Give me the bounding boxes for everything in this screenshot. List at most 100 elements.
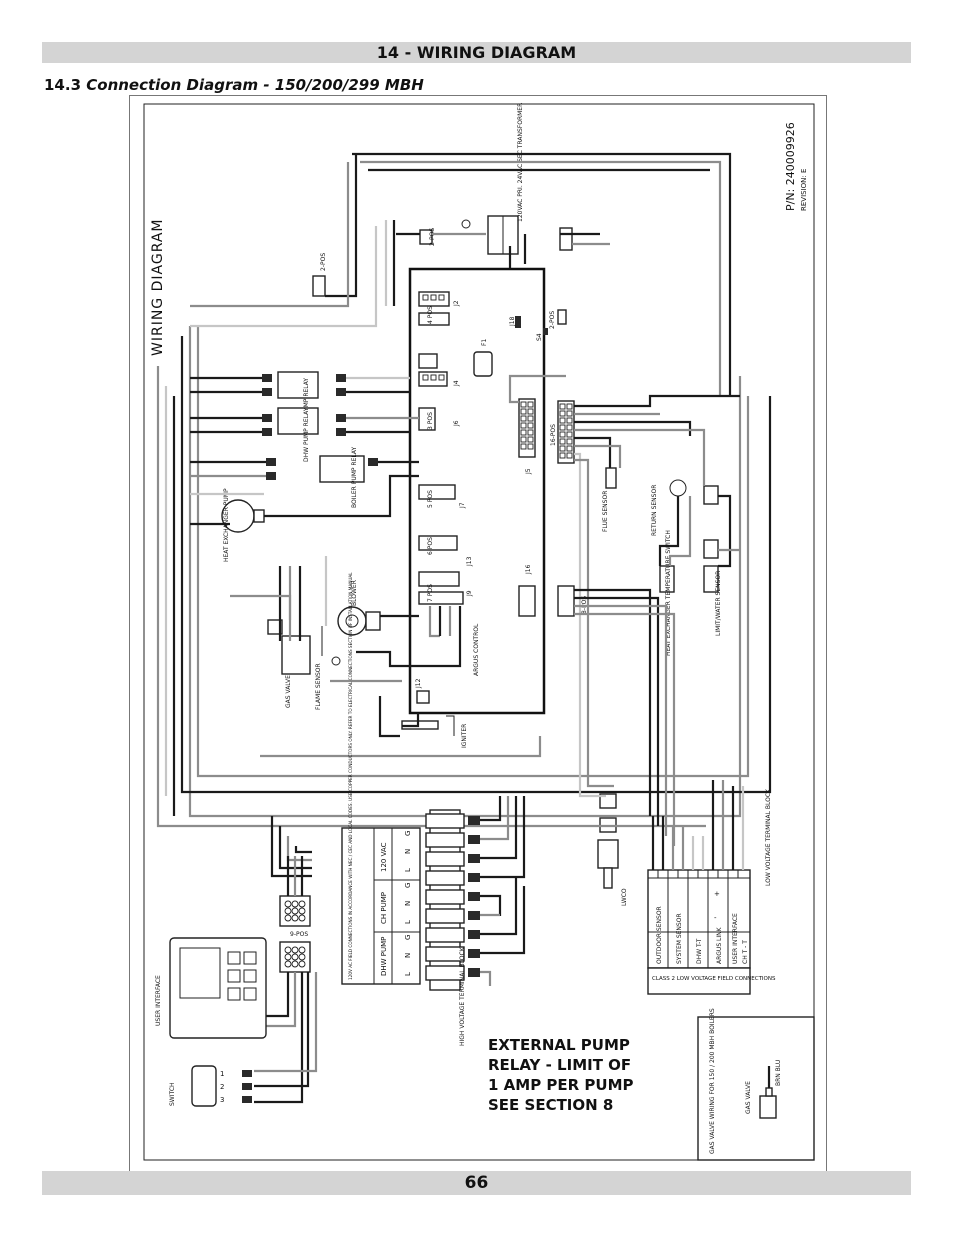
j16-connector xyxy=(518,585,536,617)
gas-valve xyxy=(281,635,311,675)
j18-label: J18 xyxy=(509,316,516,327)
page-number: 66 xyxy=(464,1173,489,1193)
j13-connector xyxy=(418,535,458,551)
pos3-label: 3 POS xyxy=(427,412,434,430)
argus-control-label: ARGUS CONTROL xyxy=(473,623,480,676)
notice-line-1: EXTERNAL PUMP xyxy=(488,1036,630,1054)
pos8-connector xyxy=(557,585,575,617)
j13-label: J13 xyxy=(466,556,473,567)
diagram-title: WIRING DIAGRAM xyxy=(150,218,166,356)
j5-pins xyxy=(520,401,534,450)
boiler-pump-relay xyxy=(319,455,365,483)
pos9-wires xyxy=(254,856,318,1104)
section-number: 14.3 xyxy=(44,76,82,94)
lv-row-outdoor: OUTDOOR SENSOR xyxy=(656,906,663,964)
relay-connectors xyxy=(262,374,378,480)
lv-row-argus: ARGUS LINK xyxy=(716,926,723,964)
user-interface xyxy=(169,937,267,1039)
hv-term-4: L xyxy=(404,920,412,924)
return-sensor-label: RETURN SENSOR xyxy=(651,485,658,536)
flue-sensor-label: FLUE SENSOR xyxy=(602,491,609,532)
notice-line-3: 1 AMP PER PUMP xyxy=(488,1076,634,1094)
j7-label: J7 xyxy=(459,502,466,509)
pos7-label: 7 POS xyxy=(427,584,434,602)
wiring-diagram-svg: WIRING DIAGRAM P/N: 240009926 REVISION: … xyxy=(143,103,815,1161)
inset-title: GAS VALVE WIRING FOR 150 / 200 MBH BOILE… xyxy=(709,1008,716,1154)
revision: REVISION: E xyxy=(800,169,808,211)
pos4-connector xyxy=(418,312,450,326)
lv-row-ui: USER INTERFACE xyxy=(732,913,739,964)
hv-term-2: N xyxy=(404,953,412,958)
pos7-connector xyxy=(418,591,464,605)
hv-group-120: 120 VAC xyxy=(380,842,388,872)
j16-label: J16 xyxy=(525,564,532,575)
header-title: 14 - WIRING DIAGRAM xyxy=(376,43,577,62)
switch-terminal-1: 1 xyxy=(220,1070,224,1078)
ch-pump-relay xyxy=(277,371,319,399)
gas-valve-label: GAS VALVE xyxy=(285,675,292,708)
hv-field-table xyxy=(341,827,421,985)
lwco xyxy=(597,839,619,869)
boiler-pump-relay-label: BOILER PUMP RELAY xyxy=(351,446,358,508)
switch xyxy=(191,1065,217,1107)
switch-label: SWITCH xyxy=(169,1082,176,1106)
lv-row-system: SYSTEM SENSOR xyxy=(676,913,683,964)
diagram-border xyxy=(143,103,815,1161)
j5-label: J5 xyxy=(525,468,532,475)
hv-term-3: G xyxy=(404,935,412,940)
inset-wires: BRN BLU xyxy=(775,1060,782,1086)
part-number: P/N: 240009926 xyxy=(784,122,797,211)
hv-connectors xyxy=(468,816,480,977)
fuse-f1 xyxy=(473,351,493,377)
lv-field-footer: CLASS 2 LOW VOLTAGE FIELD CONNECTIONS xyxy=(652,976,776,982)
j4a-connector xyxy=(418,353,438,369)
dhw-pump-relay-label: DHW PUMP RELAY xyxy=(303,407,310,462)
section-title: 14.3 Connection Diagram - 150/200/299 MB… xyxy=(44,76,424,94)
hv-wires xyxy=(480,796,526,986)
lv-row-dhw: DHW T-T xyxy=(696,938,703,964)
lv-plus: + xyxy=(714,890,720,898)
hv-term-6: G xyxy=(404,883,412,888)
flue-sensor xyxy=(605,467,617,489)
hv-term-5: N xyxy=(404,901,412,906)
limit-water-sensor-label: LIMIT/WATER SENSOR xyxy=(715,571,722,636)
pos2-top-connector xyxy=(419,229,433,245)
pos5-label: 5 POS xyxy=(427,490,434,508)
igniter-label: IGNITER xyxy=(461,724,468,748)
j2-label: J2 xyxy=(453,300,460,307)
wiring-diagram: WIRING DIAGRAM P/N: 240009926 REVISION: … xyxy=(129,95,827,1173)
switch-terminal-2: 2 xyxy=(220,1083,224,1091)
switch-terminal-3: 3 xyxy=(220,1096,224,1104)
hv-terminals xyxy=(425,813,465,981)
inset-gas-valve-label: GAS VALVE xyxy=(745,1081,752,1114)
pos4-label: 4 POS xyxy=(427,306,434,324)
hv-term-1: L xyxy=(404,972,412,976)
lv-wires xyxy=(651,780,745,870)
pos6-label: 6 POS xyxy=(427,537,434,555)
j9-label: J9 xyxy=(466,590,473,597)
switch-s4 xyxy=(543,328,548,335)
j9-connector xyxy=(418,571,460,587)
hx-temp-switch xyxy=(659,565,675,593)
user-interface-label: USER INTERFACE xyxy=(155,975,162,1026)
fuse-f1-label: F1 xyxy=(481,339,488,346)
section-title-text: Connection Diagram - 150/200/299 MBH xyxy=(86,76,424,94)
limit-water-sensor xyxy=(703,565,719,593)
j6-label: J6 xyxy=(453,420,460,427)
pos4-sensor-connector-2 xyxy=(703,539,719,559)
pos3-top-connector xyxy=(559,227,573,251)
gas-valve-inset xyxy=(697,1016,815,1161)
hv-term-9: G xyxy=(404,831,412,836)
low-voltage-terminal-block xyxy=(647,869,751,969)
hv-term-7: L xyxy=(404,868,412,872)
lv-field-box xyxy=(647,967,751,995)
transformer-t2 xyxy=(416,690,430,704)
flame-sensor xyxy=(331,656,341,666)
dhw-pump-relay xyxy=(277,407,319,435)
lv-minus: - xyxy=(714,914,717,922)
pos16-label: 16-POS xyxy=(550,424,557,446)
hv-term-8: N xyxy=(404,849,412,854)
pos8-label: 8-POS xyxy=(581,596,588,614)
j12-label: J12 xyxy=(415,678,422,689)
notice-line-4: SEE SECTION 8 xyxy=(488,1096,613,1114)
